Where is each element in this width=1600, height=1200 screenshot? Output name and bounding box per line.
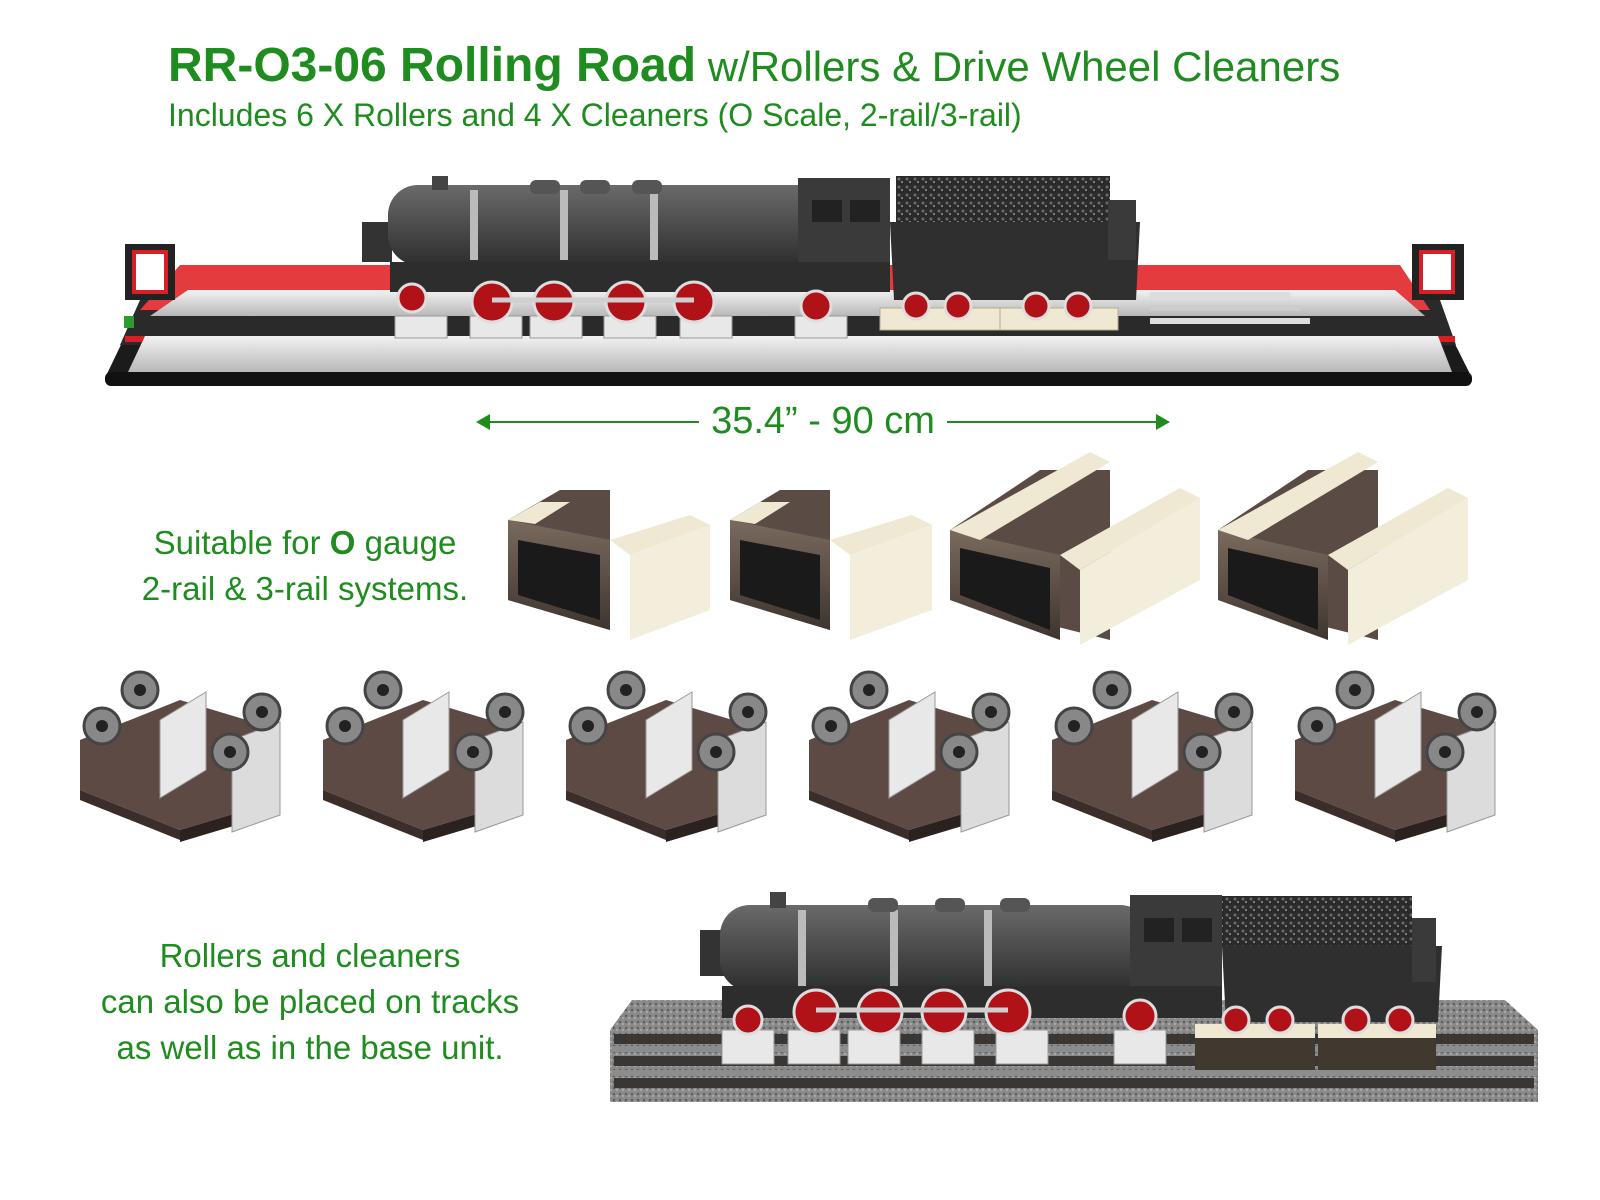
title-model: RR-O3-06 Rolling Road xyxy=(168,39,697,92)
dimension-arrow-right xyxy=(946,413,1171,430)
cleaner-1 xyxy=(508,490,710,640)
gauge-caption-line-2: 2-rail & 3-rail systems. xyxy=(141,570,469,608)
placement-caption-line-3: as well as in the base unit. xyxy=(116,1029,504,1067)
page-title: RR-O3-06 Rolling Road w/Rollers & Drive … xyxy=(168,39,1341,93)
cleaner-2 xyxy=(730,490,932,640)
end-bumper-left xyxy=(124,244,175,328)
end-bumper-right xyxy=(1412,244,1464,300)
placement-caption: Rollers and cleaners can also be placed … xyxy=(60,933,560,1072)
track-rollers-and-cleaners xyxy=(721,1024,1436,1070)
dimension-label: 35.4” - 90 cm xyxy=(711,400,935,442)
roller-1 xyxy=(80,670,282,842)
roller-2 xyxy=(323,670,525,842)
cleaner-3 xyxy=(950,452,1200,645)
gauge-caption-pre: Suitable for xyxy=(153,524,330,561)
placement-caption-line-2: can also be placed on tracks xyxy=(100,983,520,1021)
roller-5 xyxy=(1052,670,1254,842)
roller-4 xyxy=(809,670,1011,842)
title-block: RR-O3-06 Rolling Road w/Rollers & Drive … xyxy=(168,39,1341,134)
gauge-caption: Suitable for O gauge 2-rail & 3-rail sys… xyxy=(100,520,510,612)
gauge-caption-post: gauge xyxy=(355,524,457,561)
length-dimension: 35.4” - 90 cm xyxy=(475,400,1171,443)
placement-caption-line-1: Rollers and cleaners xyxy=(159,937,461,974)
page-subtitle: Includes 6 X Rollers and 4 X Cleaners (O… xyxy=(168,96,1022,133)
cleaner-4 xyxy=(1218,452,1468,645)
gauge-caption-line-1: Suitable for O gauge xyxy=(100,520,510,566)
roller-3 xyxy=(566,670,768,842)
dimension-arrow-left xyxy=(475,413,700,430)
steam-locomotive-top xyxy=(362,176,1140,300)
roller-6 xyxy=(1295,670,1497,842)
title-description: w/Rollers & Drive Wheel Cleaners xyxy=(696,43,1341,90)
gauge-caption-bold: O xyxy=(329,524,356,561)
